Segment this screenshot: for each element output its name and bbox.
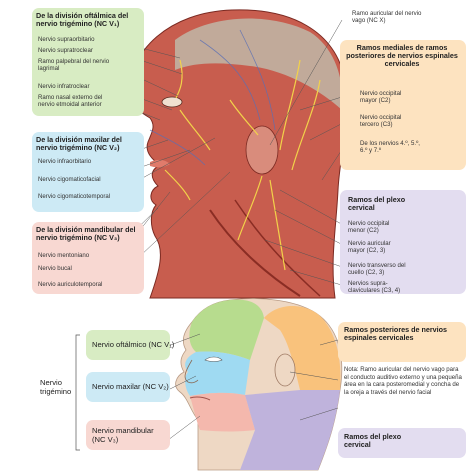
- posterior-bottom-header: Ramos posteriores de nervios espinales c…: [344, 325, 448, 343]
- posterior-bottom-panel: [338, 322, 466, 362]
- plexus-item-2: Nervio auricular mayor (C2, 3): [348, 240, 391, 254]
- plexus-item-3: Nervio transverso del cuello (C2, 3): [348, 262, 406, 276]
- plexus-item-4: Nervios supra-claviculares (C3, 4): [348, 280, 401, 294]
- v2-bottom-label: Nervio maxilar (NC V₂): [92, 382, 169, 391]
- v2-item-2: Nervio cigomaticofacial: [38, 176, 101, 183]
- v2-header: De la división maxilar del nervio trigém…: [36, 135, 122, 153]
- v1-item-1: Nervio supraorbitario: [38, 36, 95, 43]
- v3-header: De la división mandibular del nervio tri…: [36, 225, 136, 243]
- posterior-header: Ramos mediales de ramos posteriores de n…: [346, 43, 458, 69]
- v1-bottom-label: Nervio oftálmico (NC V₁): [92, 340, 175, 349]
- v2-item-3: Nervio cigomaticotemporal: [38, 193, 111, 200]
- v1-item-5: Ramo nasal externo del nervio etmoidal a…: [38, 94, 103, 108]
- v2-item-1: Nervio infraorbitario: [38, 158, 92, 165]
- dermatome-head-illustration: [175, 298, 343, 471]
- v3-panel: [32, 222, 144, 294]
- v3-item-2: Nervio bucal: [38, 265, 72, 272]
- posterior-item-2: Nervio occipital tercero (C3): [360, 114, 402, 128]
- plexus-item-1: Nervio occipital menor (C2): [348, 220, 390, 234]
- v1-panel: [32, 8, 144, 116]
- dissected-head-illustration: [127, 9, 348, 299]
- posterior-panel: [340, 40, 466, 170]
- v1-item-4: Nervio infratroclear: [38, 83, 90, 90]
- vagus-label: Ramo auricular del nervio vago (NC X): [352, 10, 422, 24]
- v1-bottom-panel: [86, 330, 170, 360]
- v2-panel: [32, 132, 144, 212]
- v1-item-3: Ramo palpebral del nervio lagrimal: [38, 58, 110, 72]
- trigeminal-label: Nervio trigémino: [40, 378, 72, 396]
- trigeminal-bracket: [75, 334, 80, 451]
- posterior-item-3: De los nervios 4.º, 5.º, 6.º y 7.º: [360, 140, 420, 154]
- plexus-bottom-header: Ramos del plexo cervical: [344, 432, 402, 450]
- plexus-bottom-panel: [338, 428, 466, 458]
- v1-header: De la división oftálmica del nervio trig…: [36, 11, 129, 29]
- v1-item-2: Nervio supratroclear: [38, 47, 93, 54]
- v3-item-1: Nervio mentoniano: [38, 252, 90, 259]
- v3-bottom-label: Nervio mandibular (NC V₃): [92, 426, 154, 444]
- vagus-note: Nota: Ramo auricular del nervio vago par…: [344, 366, 462, 396]
- v2-bottom-panel: [86, 372, 170, 402]
- v3-bottom-panel: [86, 420, 170, 450]
- v3-item-3: Nervio auriculotemporal: [38, 281, 103, 288]
- plexus-panel: [340, 190, 466, 294]
- plexus-header: Ramos del plexo cervical: [348, 195, 406, 213]
- posterior-item-1: Nervio occipital mayor (C2): [360, 90, 402, 104]
